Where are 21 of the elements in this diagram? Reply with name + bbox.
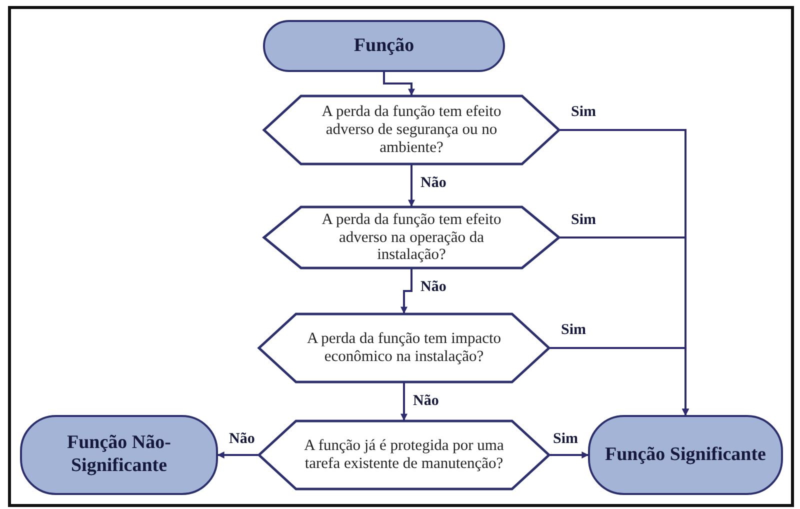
terminal-text: Função Não-Significante [66,432,172,478]
terminal-box [20,415,218,495]
terminal-box [588,415,783,495]
arrow [550,452,589,458]
question-text: A função já é protegida por uma tarefa existente de manutenção? [303,437,505,473]
arrow [400,383,408,421]
terminal-box [263,20,505,72]
decision-hexagon [263,206,560,269]
terminal-text: Função Significante [605,444,766,466]
arrow [383,72,415,96]
decision-hexagon [258,420,550,490]
terminal-text: Função [354,34,414,58]
decision-hexagon [263,95,560,165]
arrow [408,165,415,207]
arrow [400,269,412,314]
arrow [217,452,258,458]
decision-hexagon [258,313,550,383]
arrow [550,347,689,416]
question-text: A perda da função tem impacto econômico na instalação? [306,330,502,366]
question-text: A perda da função tem efeito adverso de segurança ou no ambiente? [320,103,502,157]
question-text: A perda da função tem efeito adverso na operação da instalação? [320,210,502,264]
